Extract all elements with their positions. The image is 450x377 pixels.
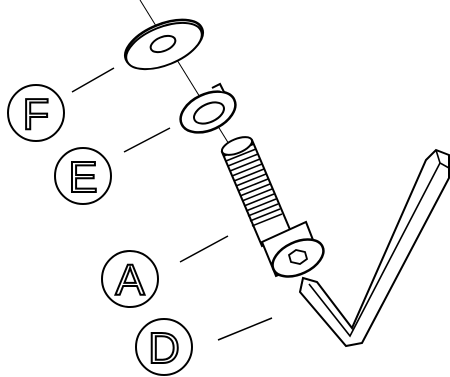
lock-washer	[179, 82, 237, 134]
callout-F: F	[7, 84, 65, 142]
callout-E-label: E	[68, 153, 97, 202]
leader-line-E	[123, 127, 171, 153]
hex-socket	[287, 249, 309, 265]
callout-D: D	[135, 318, 193, 376]
callout-A: A	[101, 250, 159, 308]
flat-washer	[124, 18, 204, 71]
leader-line-D	[217, 317, 273, 341]
leader-line-A	[179, 235, 229, 263]
callout-D-label: D	[148, 324, 180, 373]
callout-E: E	[54, 147, 112, 205]
leader-line-F	[71, 67, 115, 93]
hex-key	[298, 148, 450, 348]
callout-A-label: A	[115, 256, 145, 305]
hex-socket-bolt	[220, 136, 325, 278]
callout-F-label: F	[23, 90, 50, 139]
